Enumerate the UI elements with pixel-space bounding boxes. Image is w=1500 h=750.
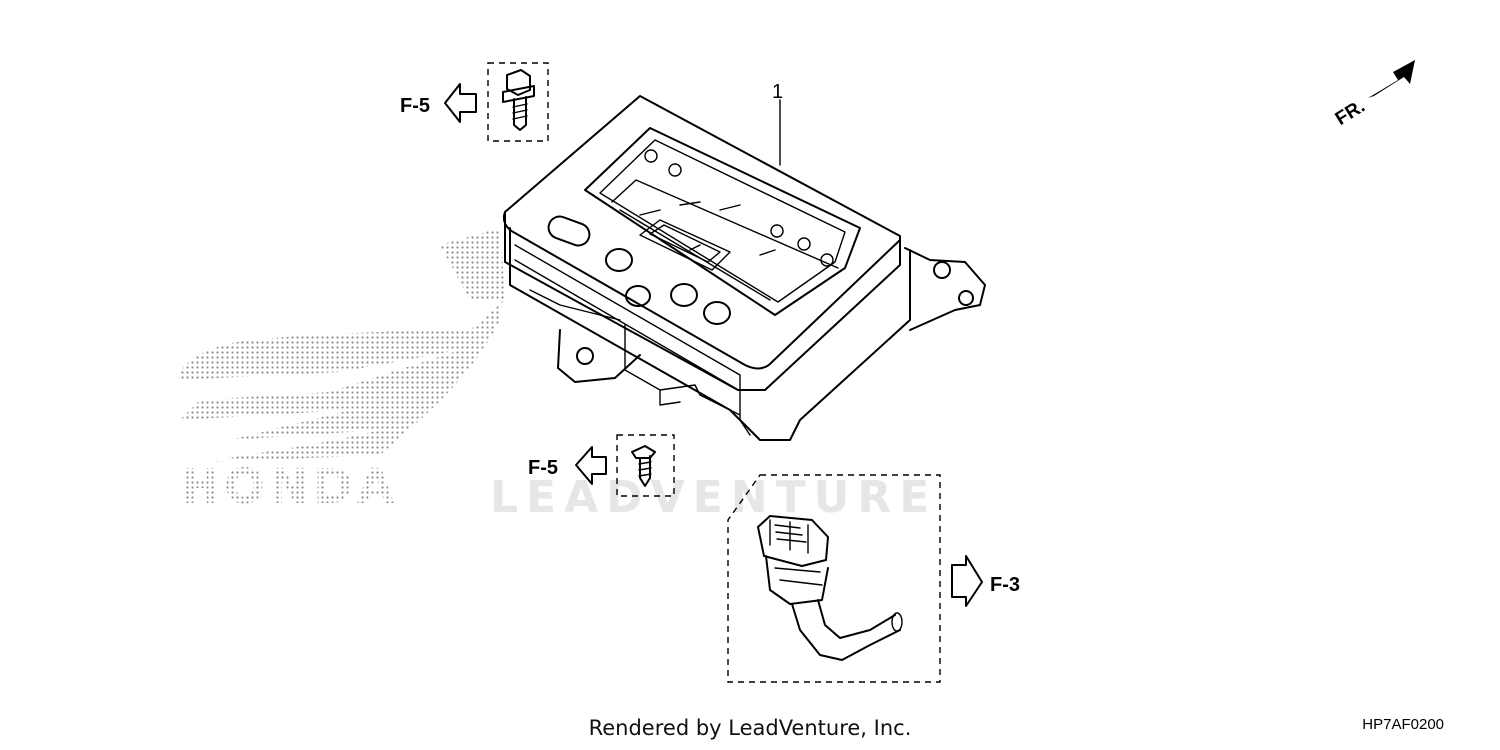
- front-direction-arrow-icon: [1368, 60, 1415, 98]
- meter-assembly[interactable]: [502, 95, 986, 441]
- lower-screw-ref-arrow[interactable]: [575, 446, 607, 485]
- connector-ref-arrow[interactable]: [951, 555, 983, 607]
- leadventure-watermark: LEADVENTURE: [490, 472, 937, 523]
- honda-wing-watermark: [178, 225, 505, 462]
- lower-screw-ref-label[interactable]: F-5: [528, 457, 558, 479]
- diagram-code: HP7AF0200: [1362, 716, 1444, 733]
- upper-bolt-ref-arrow[interactable]: [444, 83, 477, 123]
- wire-harness-connector[interactable]: [727, 474, 941, 683]
- part-callout-1[interactable]: 1: [772, 81, 783, 103]
- upper-bolt-ref-label[interactable]: F-5: [400, 95, 430, 117]
- upper-bolt[interactable]: [487, 62, 549, 142]
- footer-credit: Rendered by LeadVenture, Inc.: [588, 716, 912, 740]
- connector-ref-label[interactable]: F-3: [990, 574, 1020, 596]
- front-direction-label: FR.: [1332, 96, 1369, 130]
- honda-wordmark-watermark: HONDA: [180, 459, 398, 515]
- lower-screw[interactable]: [616, 434, 675, 497]
